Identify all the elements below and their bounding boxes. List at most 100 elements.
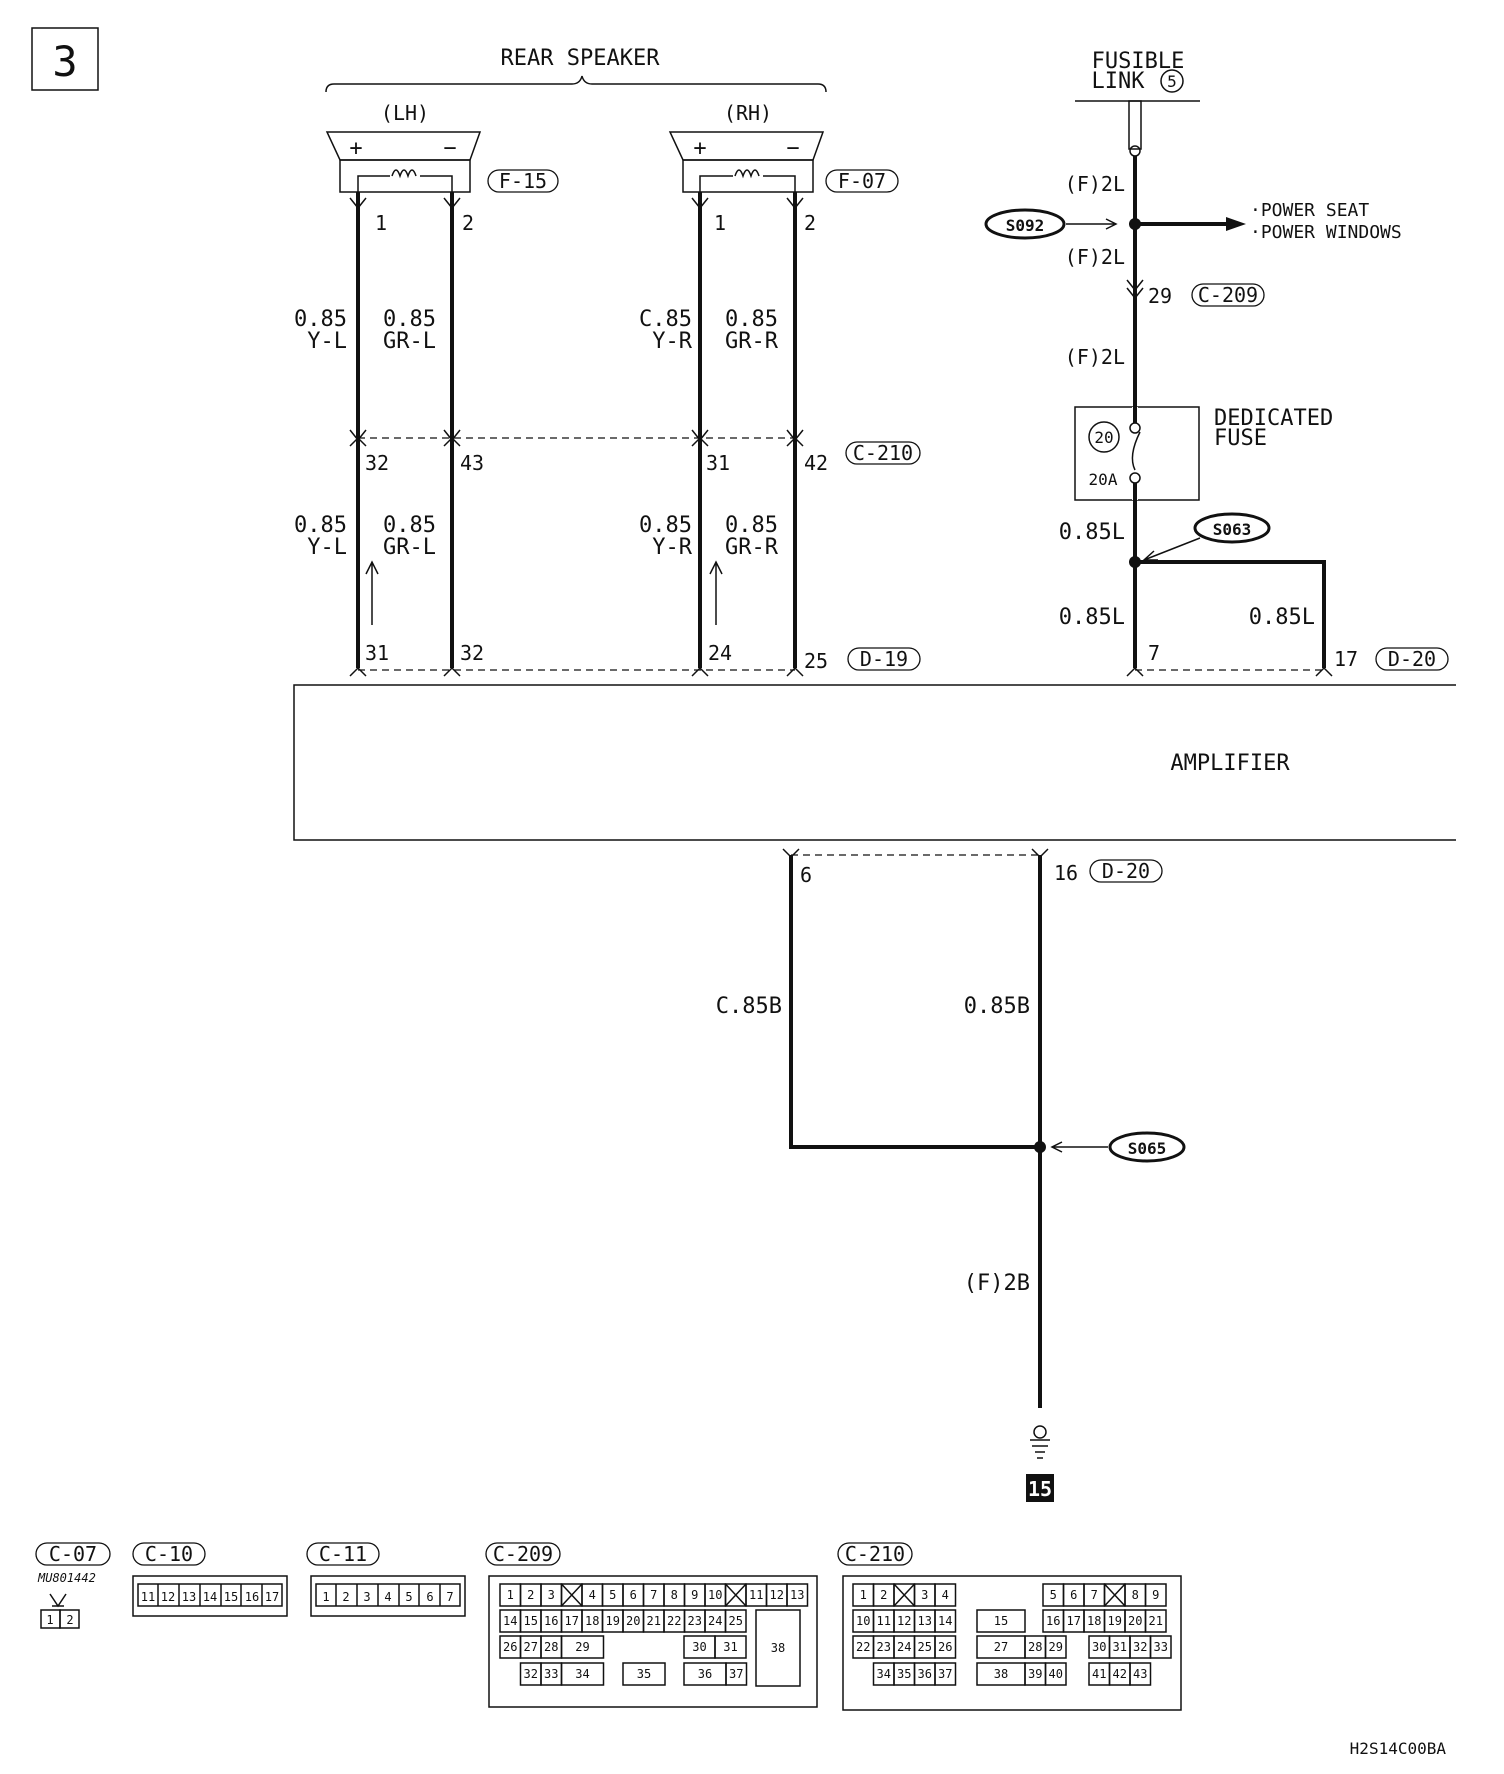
blank-pin-icon [560, 1583, 583, 1607]
wire-spec: (F)2L [1065, 245, 1125, 269]
output-power-windows: ·POWER WINDOWS [1250, 222, 1402, 243]
pin-number: 27 [524, 1640, 538, 1654]
pin-number: 16 [1046, 1614, 1060, 1628]
connector-name: C-11 [319, 1542, 367, 1566]
speaker-lh: (LH) + − F-15 1 2 [325, 101, 559, 235]
pin-number: 3 [363, 1590, 370, 1604]
pin-number: 1 [322, 1590, 329, 1604]
output-power-seat: ·POWER SEAT [1250, 200, 1369, 221]
pin-number: 13 [790, 1588, 804, 1602]
pin-number: 25 [918, 1640, 932, 1654]
pin-number: 33 [544, 1667, 558, 1681]
connector-name: C-209 [493, 1542, 553, 1566]
pin-number: 15 [524, 1614, 538, 1628]
rear-speaker-brace [325, 75, 827, 93]
pin-number: 2 [342, 1590, 349, 1604]
pin-cell [1044, 1635, 1067, 1659]
connector-c10: C-10 11 12 13 14 15 16 17 [132, 1542, 288, 1617]
connector-tag-d20: D-20 [1102, 859, 1150, 883]
speaker-coil-icon [391, 169, 417, 179]
pin-number: 12 [161, 1590, 175, 1604]
pin-number: 4 [942, 1588, 949, 1602]
d20-pin: 7 [1148, 641, 1160, 665]
pin-number: 26 [938, 1640, 952, 1654]
pin-number: 37 [938, 1667, 952, 1681]
pin-number: 11 [749, 1588, 763, 1602]
pin-number: 36 [918, 1667, 932, 1681]
wire-spec: C.85B [716, 994, 782, 1019]
pin-number: 7 [650, 1588, 657, 1602]
amplifier-box: AMPLIFIER [293, 684, 1456, 841]
pin-number: 8 [671, 1588, 678, 1602]
pin-number: 22 [856, 1640, 870, 1654]
pin-number: 7 [1091, 1588, 1098, 1602]
pin-number: 20 [626, 1614, 640, 1628]
pin-number: 13 [182, 1590, 196, 1604]
pin-cell [976, 1609, 1026, 1633]
pin-number: 41 [1092, 1667, 1106, 1681]
pin-cell [622, 1662, 666, 1686]
page-number: 3 [52, 37, 77, 86]
pin-number: 1 [507, 1588, 514, 1602]
pin-number: 7 [446, 1590, 453, 1604]
pin-number: 2 [66, 1613, 73, 1627]
d19-pin: 24 [708, 641, 732, 665]
wire-spec: (F)2L [1065, 172, 1125, 196]
pin-number: 3 [921, 1588, 928, 1602]
pin-number: 20 [1128, 1614, 1142, 1628]
signal-arrow-icon [709, 560, 723, 625]
pin-number: 33 [1154, 1640, 1168, 1654]
fuse-rating: 20A [1089, 470, 1118, 489]
pin-number: 18 [1087, 1614, 1101, 1628]
d20-pin: 17 [1334, 647, 1358, 671]
c210-pin: 31 [706, 451, 730, 475]
c209-pin: 29 [1148, 284, 1172, 308]
wire-spec: (F)2B [964, 1271, 1030, 1296]
page-number-box: 3 [31, 27, 99, 91]
pin-number: 4 [589, 1588, 596, 1602]
signal-arrow-icon [365, 560, 379, 625]
d19-pin: 31 [365, 641, 389, 665]
f15-pin1: 1 [375, 211, 387, 235]
pin-number: 13 [918, 1614, 932, 1628]
diagram-code: H2S14C00BA [1350, 1739, 1447, 1758]
speaker-rh-minus: − [786, 136, 799, 161]
pin-number: 32 [524, 1667, 538, 1681]
wire-gauge: 0.85 [383, 513, 436, 538]
pin-cell [724, 1609, 747, 1633]
c210-pin: 32 [365, 451, 389, 475]
pin-number: 6 [1070, 1588, 1077, 1602]
pin-number: 21 [1149, 1614, 1163, 1628]
pin-number: 17 [1067, 1614, 1081, 1628]
pin-number: 2 [527, 1588, 534, 1602]
connector-tag-f15: F-15 [499, 169, 547, 193]
c210-pin: 43 [460, 451, 484, 475]
blank-pin-icon [1103, 1583, 1126, 1607]
pin-number: 25 [729, 1614, 743, 1628]
blank-pin-icon [893, 1583, 916, 1607]
pin-number: 10 [856, 1614, 870, 1628]
speaker-wires [349, 192, 804, 668]
wire-color: Y-R [652, 329, 692, 354]
power-circuit: FUSIBLE LINK 5 (F)2L S092 ·POWER SEAT ·P… [984, 49, 1449, 677]
pin-cell [1044, 1662, 1067, 1686]
pin-number: 23 [877, 1640, 891, 1654]
wire-gauge: 0.85 [383, 307, 436, 332]
wire-color: GR-L [383, 535, 436, 560]
pin-number: 37 [729, 1667, 743, 1681]
wire-color: Y-L [307, 535, 347, 560]
pin-cell [934, 1583, 957, 1607]
pin-number: 6 [630, 1588, 637, 1602]
pin-number: 43 [1133, 1667, 1147, 1681]
f07-pin2: 2 [804, 211, 816, 235]
pin-number: 19 [1108, 1614, 1122, 1628]
pin-cell [786, 1583, 809, 1607]
wire-spec: 0.85L [1059, 520, 1125, 545]
pin-cell [725, 1662, 748, 1686]
blank-pin-icon [724, 1583, 747, 1607]
f07-pin1: 1 [714, 211, 726, 235]
pin-cell-large [755, 1609, 801, 1687]
